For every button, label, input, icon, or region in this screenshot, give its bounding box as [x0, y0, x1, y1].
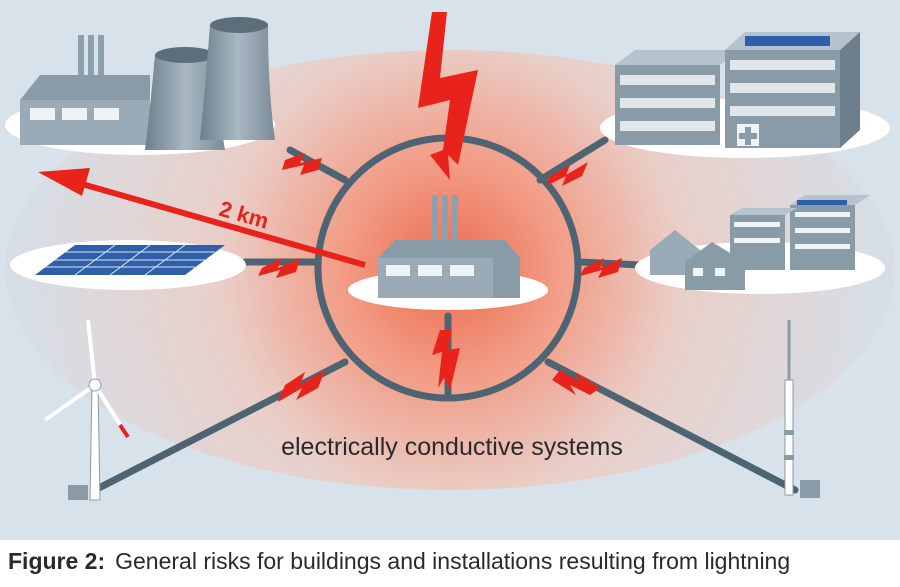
systems-label: electrically conductive systems — [281, 433, 623, 461]
power-plant-icon — [20, 17, 275, 150]
factory-icon — [378, 195, 520, 298]
surge-symbols — [258, 153, 622, 402]
line-hospital — [536, 136, 609, 184]
distance-arrow — [38, 168, 366, 268]
caption-label: Figure 2: — [8, 548, 106, 574]
solar-panels-icon — [35, 244, 225, 276]
lightning-bolt-icon — [418, 12, 478, 180]
residential-buildings-icon — [650, 195, 870, 290]
caption-text: General risks for buildings and installa… — [115, 548, 791, 574]
wind-turbine-icon — [43, 319, 130, 501]
figure-caption: Figure 2: General risks for buildings and… — [8, 548, 790, 575]
hospital-icon — [615, 32, 860, 148]
lightning-risk-diagram: 2 km electrically conductive systems — [0, 0, 900, 540]
radio-tower-icon — [784, 320, 820, 498]
